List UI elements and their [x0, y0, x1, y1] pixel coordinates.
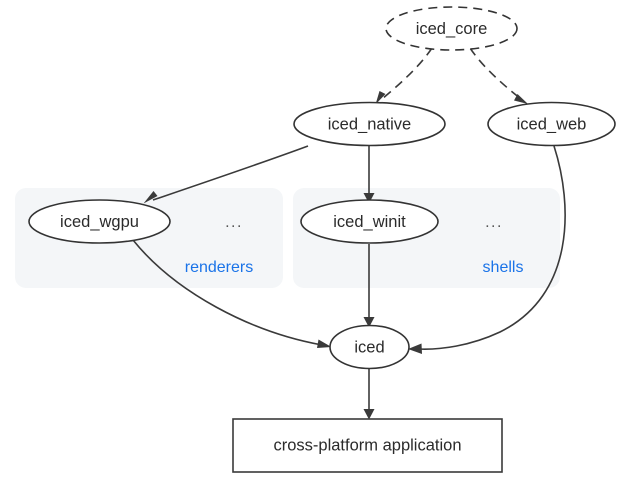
edge-iced-native-to-iced-wgpu-arrow — [143, 191, 158, 204]
node-iced-wgpu[interactable]: iced_wgpu — [28, 199, 171, 244]
edge-iced-native-to-iced-winit-arrow — [363, 193, 375, 204]
node-iced-winit-label: iced_winit — [333, 213, 406, 231]
node-iced-web-shape[interactable] — [487, 101, 616, 147]
node-iced-native[interactable]: iced_native — [293, 101, 446, 147]
node-iced-web-label: iced_web — [517, 115, 587, 133]
node-iced-native-label: iced_native — [328, 115, 411, 133]
edge-iced-core-to-iced-native-line — [381, 47, 433, 100]
edge-iced-native-to-iced-wgpu-line — [152, 145, 309, 201]
edge-iced-native-to-iced-winit — [363, 146, 375, 204]
edge-iced-core-to-iced-native — [375, 47, 433, 105]
node-iced-core-shape[interactable] — [385, 6, 518, 51]
group-shells-ellipsis: ... — [485, 214, 503, 231]
edge-iced-to-application-arrow — [363, 409, 375, 420]
node-cross-platform-application-shape[interactable] — [232, 418, 503, 473]
edge-iced-native-to-iced-wgpu — [143, 145, 309, 204]
node-cross-platform-application-label: cross-platform application — [274, 436, 462, 454]
edge-iced-web-to-iced-arrow — [408, 343, 422, 354]
node-iced-core[interactable]: iced_core — [385, 6, 518, 51]
node-iced-wgpu-shape[interactable] — [28, 199, 171, 244]
node-iced-core-label: iced_core — [416, 20, 488, 38]
edge-iced-winit-to-iced — [363, 244, 375, 328]
node-iced-native-shape[interactable] — [293, 101, 446, 147]
node-iced-label: iced — [354, 338, 384, 356]
node-iced-winit-shape[interactable] — [300, 199, 439, 244]
edge-iced-core-to-iced-native-arrow — [375, 91, 386, 105]
edge-iced-core-to-iced-web-arrow — [514, 94, 528, 104]
group-shells-label: shells — [483, 259, 524, 276]
node-iced-wgpu-label: iced_wgpu — [60, 213, 139, 231]
edge-iced-core-to-iced-web-line — [469, 47, 522, 100]
edge-iced-web-to-iced-line — [417, 145, 566, 350]
node-iced-shape[interactable] — [329, 324, 410, 370]
node-cross-platform-application[interactable]: cross-platform application — [232, 418, 503, 473]
node-iced-winit[interactable]: iced_winit — [300, 199, 439, 244]
group-renderers-label: renderers — [185, 259, 253, 276]
edge-iced-to-application — [363, 368, 375, 420]
node-iced-web[interactable]: iced_web — [487, 101, 616, 147]
edge-iced-wgpu-to-iced — [132, 239, 332, 348]
edge-iced-wgpu-to-iced-line — [132, 239, 323, 346]
group-renderers-ellipsis: ... — [225, 214, 243, 231]
edge-iced-core-to-iced-web — [469, 47, 528, 104]
edge-iced-web-to-iced — [408, 145, 566, 354]
edge-iced-winit-to-iced-arrow — [363, 317, 375, 328]
edge-iced-wgpu-to-iced-arrow — [317, 339, 332, 348]
node-iced[interactable]: iced — [329, 324, 410, 370]
